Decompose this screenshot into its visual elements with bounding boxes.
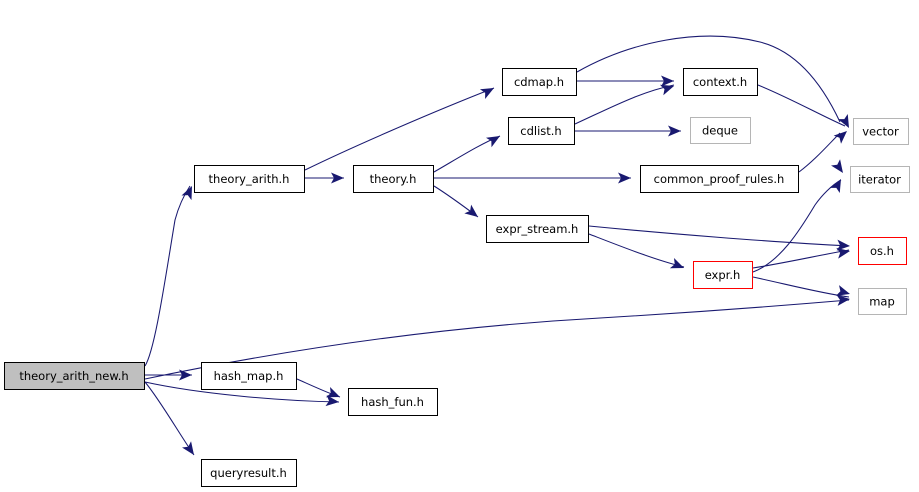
node-theory_arith_new[interactable]: theory_arith_new.h	[4, 362, 145, 390]
node-box-cdlist[interactable]	[508, 117, 575, 145]
node-box-hash_map[interactable]	[201, 362, 297, 390]
node-box-iterator[interactable]	[850, 166, 910, 193]
node-expr[interactable]: expr.h	[693, 261, 753, 289]
arrowhead	[325, 395, 339, 407]
node-hash_map[interactable]: hash_map.h	[201, 362, 297, 390]
edges-layer	[144, 35, 850, 456]
arrowhead	[325, 387, 340, 398]
node-cdlist[interactable]: cdlist.h	[508, 117, 575, 145]
node-box-os[interactable]	[858, 237, 907, 265]
node-common_proof_rules[interactable]: common_proof_rules.h	[640, 165, 799, 193]
edge-theory_arith_new-to-theory_arith	[144, 185, 191, 367]
node-os[interactable]: os.h	[858, 237, 907, 265]
node-box-cdmap[interactable]	[502, 68, 577, 96]
node-box-theory_arith_new[interactable]	[4, 362, 145, 390]
node-deque[interactable]: deque	[690, 117, 751, 144]
arrowhead	[181, 186, 192, 201]
arrowhead	[833, 131, 847, 144]
arrowhead	[836, 294, 850, 306]
arrowhead	[659, 84, 674, 96]
arrowhead	[836, 239, 850, 251]
edge-expr-to-iterator	[752, 179, 842, 273]
edge-context-to-vector	[757, 84, 846, 127]
node-box-theory[interactable]	[353, 165, 434, 193]
node-iterator[interactable]: iterator	[850, 166, 910, 193]
edge-cdlist-to-context	[574, 84, 675, 125]
arrowhead	[182, 441, 194, 455]
arrowhead	[479, 88, 494, 99]
edge-theory_arith-to-cdmap	[304, 87, 495, 171]
node-expr_stream[interactable]: expr_stream.h	[486, 215, 589, 243]
node-cdmap[interactable]: cdmap.h	[502, 68, 577, 96]
arrowhead	[838, 113, 849, 128]
node-box-common_proof_rules[interactable]	[640, 165, 799, 193]
arrowhead	[618, 172, 631, 184]
edge-theory_arith_new-to-hash_fun	[144, 381, 340, 403]
arrowhead	[836, 247, 850, 259]
node-box-expr[interactable]	[693, 261, 753, 289]
arrowhead	[830, 179, 841, 194]
arrowhead	[179, 369, 192, 381]
node-box-map[interactable]	[858, 288, 907, 315]
node-box-theory_arith[interactable]	[194, 165, 305, 193]
node-theory[interactable]: theory.h	[353, 165, 434, 193]
node-box-vector[interactable]	[853, 118, 909, 145]
node-box-expr_stream[interactable]	[486, 215, 589, 243]
arrowhead	[668, 125, 681, 137]
arrowhead	[661, 75, 674, 87]
arrowhead	[464, 204, 478, 217]
arrowhead	[835, 285, 850, 296]
node-vector[interactable]: vector	[853, 118, 909, 145]
node-box-hash_fun[interactable]	[348, 388, 438, 416]
arrowheads-layer	[179, 75, 850, 455]
node-box-deque[interactable]	[690, 117, 751, 144]
edge-expr_stream-to-expr	[588, 233, 685, 268]
arrowhead	[485, 136, 500, 148]
node-map[interactable]: map	[858, 288, 907, 315]
edge-expr_stream-to-os	[588, 225, 850, 247]
edge-theory-to-cdlist	[433, 135, 501, 173]
arrowhead	[831, 159, 843, 173]
node-theory_arith[interactable]: theory_arith.h	[194, 165, 305, 193]
node-context[interactable]: context.h	[683, 68, 758, 96]
node-hash_fun[interactable]: hash_fun.h	[348, 388, 438, 416]
node-box-context[interactable]	[683, 68, 758, 96]
edge-theory_arith_new-to-map	[144, 299, 850, 380]
edge-expr-to-map	[752, 276, 850, 298]
node-box-queryresult[interactable]	[201, 459, 297, 487]
arrowhead	[331, 172, 344, 184]
arrowhead	[669, 258, 684, 269]
edge-cdmap-to-vector	[576, 35, 841, 123]
node-queryresult[interactable]: queryresult.h	[201, 459, 297, 487]
edge-expr-to-os	[752, 249, 850, 269]
edge-theory_arith_new-to-queryresult	[144, 381, 195, 456]
nodes-layer: theory_arith_new.h theory_arith.h theory.h…	[4, 68, 910, 487]
